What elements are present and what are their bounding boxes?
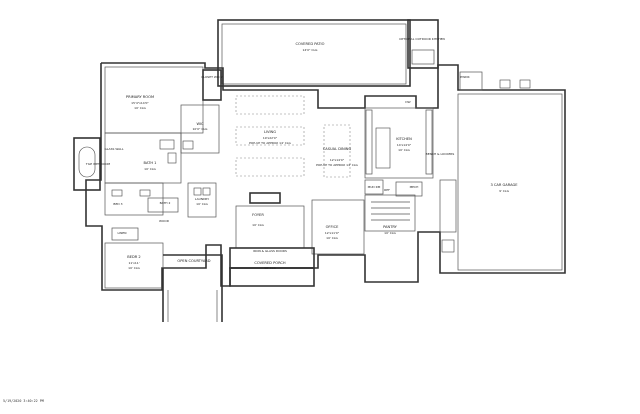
covered-porch-label: COVERED PORCH [254, 261, 286, 265]
foyer-label: FOYER [252, 213, 264, 217]
iron-glass-doors-label: IRON & GLASS DOORS [253, 249, 287, 253]
print-timestamp: 5/19/2020 3:40:22 PM [3, 399, 44, 403]
outdoor-kitchen-area [407, 19, 439, 69]
pantry-stairs [364, 179, 423, 232]
living-area [235, 95, 305, 204]
foyer [235, 205, 305, 249]
bath-2-label: BATH 2 [160, 201, 171, 205]
dining-dim: 12'x14'0" [330, 158, 345, 162]
bath-1-clg: 10' CLG [144, 167, 156, 171]
bath-1-label: BATH 1 [144, 161, 157, 165]
wic-label: WIC [196, 122, 204, 126]
wic-dim: 10'0" CLG [193, 127, 209, 131]
bath-1 [104, 132, 182, 184]
covered-patio-dim: 14'0" CLG [303, 48, 319, 52]
office-dim: 12'x11'0" [325, 231, 340, 235]
powder-label: PWDR [460, 75, 469, 79]
covered-porch [229, 247, 315, 287]
ref-label: REF [384, 188, 390, 192]
covered-porch-clg: 10' CLG [264, 266, 276, 270]
casual-dining-label: CASUAL DINING [323, 147, 352, 151]
office-label: OFFICE [326, 225, 340, 229]
laundry-clg: 10' CLG [196, 202, 208, 206]
garage [439, 71, 563, 271]
wood-label: WOOD [159, 219, 170, 223]
office-clg: 10' CLG [326, 236, 338, 240]
living-clg: POP-UP TO APPROX 14' CLG [249, 141, 291, 145]
covered-patio [217, 19, 411, 87]
exterior-walls [85, 62, 566, 291]
living-dim: 19'x22'0" [263, 136, 278, 140]
garage-clg: 9' CLG [499, 189, 509, 193]
bath-2 [104, 182, 179, 216]
dw-label: DW [405, 100, 410, 104]
primary-room-label: PRIMARY ROOM [126, 95, 154, 99]
primary-room [104, 66, 204, 134]
open-courtyard [162, 254, 223, 322]
primary-room-clg: 10' CLG [134, 106, 146, 110]
kitchen-clg: 10' CLG [398, 148, 410, 152]
dining-clg: POP-UP TO APPROX 14' CLG [316, 163, 358, 167]
living-label: LIVING [264, 130, 276, 134]
laundry-label: LAUNDRY [195, 197, 209, 201]
mech-label: MECH [410, 185, 419, 189]
bed-2-dim: 11'x11' [128, 261, 139, 265]
casual-dining [323, 124, 351, 178]
open-courtyard-label: OPEN COURTYARD [177, 259, 210, 263]
wet-room-label: TILE WET ROOM [85, 162, 111, 166]
covered-patio-label: COVERED PATIO [296, 42, 325, 46]
bed-2 [104, 227, 164, 289]
glass-wall-label: GLASS WALL [104, 147, 123, 151]
bench-lockers-label: BENCH & LOCKERS [426, 152, 455, 156]
mudroom-label: MUD RM [368, 185, 381, 189]
bed-2-label: BEDR 2 [127, 255, 140, 259]
foyer-clg: 10' CLG [252, 223, 264, 227]
linen-label: LINEN [118, 231, 127, 235]
primary-room-dim: 15'4"x14'0" [131, 101, 149, 105]
wet-room [73, 137, 101, 191]
laundry [187, 182, 217, 218]
pantry-clg: 10' CLG [384, 231, 396, 235]
closet-label: CLOSET WIC 2 [201, 75, 223, 79]
kitchen-label: KITCHEN [396, 137, 412, 141]
outdoor-kitchen-label: OPTIONAL OUTDOOR KITCHEN [399, 37, 445, 41]
garage-label: 3 CAR GARAGE [490, 183, 518, 187]
kitchen-dim: 14'x14'0" [397, 143, 412, 147]
bed-3-label: BED 3 [113, 202, 122, 206]
wic-area [180, 69, 222, 154]
kitchen [364, 107, 434, 179]
pantry-label: PANTRY [383, 225, 398, 229]
office [311, 199, 365, 255]
bed-2-clg: 10' CLG [128, 266, 140, 270]
